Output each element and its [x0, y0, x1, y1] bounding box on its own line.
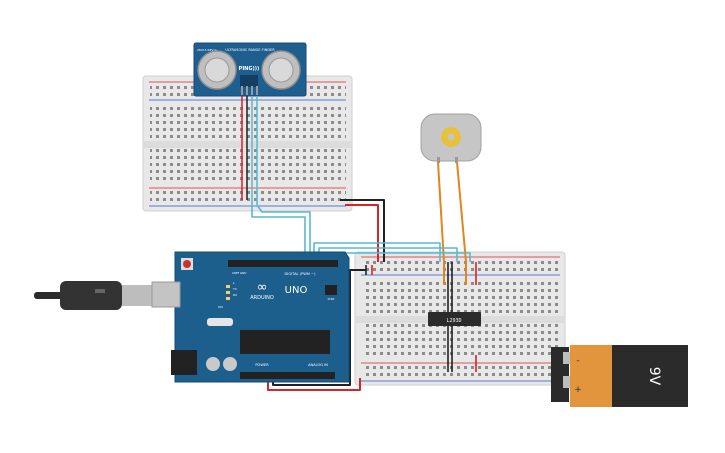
- chip-label: L293D: [446, 318, 461, 324]
- battery-label: 9V: [646, 367, 662, 386]
- icsp-label: ICSP: [328, 297, 335, 301]
- analog-label: ANALOG IN: [308, 363, 328, 367]
- sensor-jumpers: [241, 96, 258, 205]
- sensor-ping-label: PING))): [239, 66, 260, 72]
- digital-label: DIGITAL (PWM ~): [285, 272, 317, 276]
- tx-label: TX: [232, 287, 237, 291]
- battery-plus: +: [574, 385, 582, 395]
- sensor-side-text: 28015 REV C: [197, 48, 217, 52]
- rx-label: RX: [233, 293, 237, 297]
- battery-9v[interactable]: 9V - +: [551, 345, 688, 407]
- sensor-top-text: ULTRASONIC RANGE FINDER: [225, 48, 275, 52]
- arduino-model: UNO: [285, 285, 308, 296]
- motor-driver-chip[interactable]: L293D: [428, 312, 481, 326]
- power-label: POWER: [255, 363, 269, 367]
- gnd-label: GND: [240, 271, 246, 275]
- on-label: ON: [218, 305, 223, 309]
- aref-label: AREF: [232, 271, 240, 275]
- dc-motor[interactable]: [420, 113, 482, 163]
- ultrasonic-sensor[interactable]: ULTRASONIC RANGE FINDER 28015 REV C PING…: [193, 42, 307, 97]
- arduino-logo-text: ARDUINO: [250, 295, 274, 301]
- l-label: L: [233, 281, 235, 285]
- battery-minus: -: [576, 356, 579, 366]
- arduino-infinity-icon: ∞: [257, 280, 268, 295]
- arduino-uno[interactable]: ∞ UNO ARDUINO DIGITAL (PWM ~) POWER ANAL…: [151, 251, 350, 383]
- usb-cable: [34, 281, 154, 310]
